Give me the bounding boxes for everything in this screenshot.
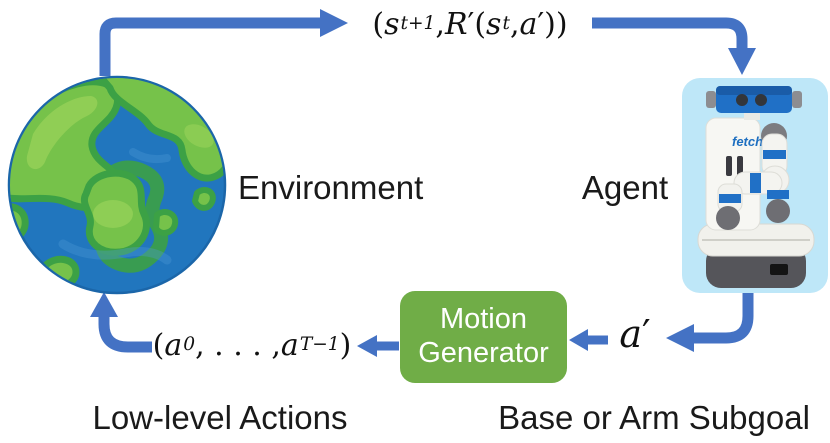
arrow-environment-to-state-label <box>99 9 348 76</box>
motion-generator-box: Motion Generator <box>400 291 567 383</box>
arrow-state-label-to-agent <box>592 17 756 75</box>
motion-generator-label-line1: Motion <box>439 303 528 336</box>
robot-head <box>706 86 802 120</box>
robot-base <box>697 223 815 288</box>
fetch-robot-icon: fetch <box>697 86 815 288</box>
motion-generator-label-line2: Generator <box>418 337 549 369</box>
arrow-motion-generator-to-actions <box>357 335 399 357</box>
arrow-actions-to-environment <box>90 292 152 353</box>
robot-arm <box>716 123 790 230</box>
robot-logo-text: fetch <box>732 134 763 149</box>
subgoal-label: a′ <box>619 312 651 356</box>
arrow-subgoal-to-motion-generator <box>569 329 608 351</box>
environment-label: Environment <box>238 169 424 206</box>
low-level-actions-caption: Low-level Actions <box>92 399 348 436</box>
environment-globe-icon <box>7 75 227 295</box>
arrow-agent-to-subgoal <box>666 289 754 352</box>
agent-label: Agent <box>581 169 669 206</box>
base-or-arm-subgoal-caption: Base or Arm Subgoal <box>498 399 810 436</box>
agent-panel: fetch <box>682 78 828 293</box>
